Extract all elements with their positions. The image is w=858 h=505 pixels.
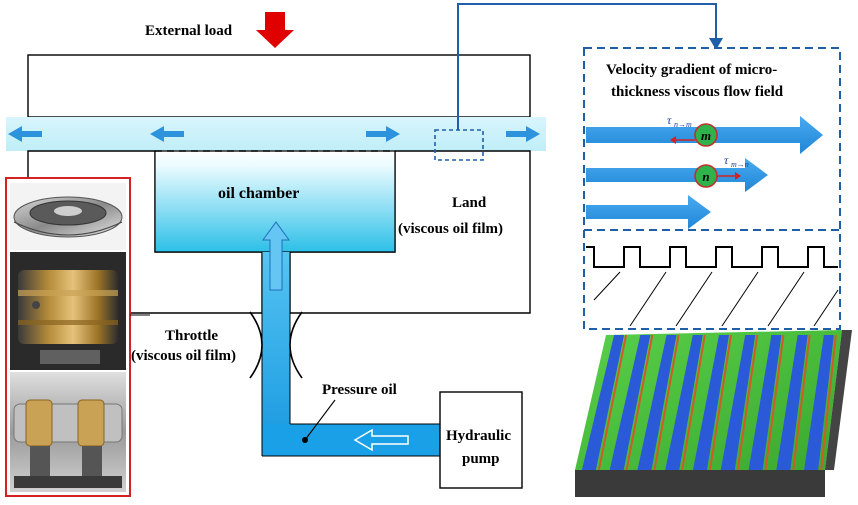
surface-groove xyxy=(748,335,782,470)
surface-ridge xyxy=(681,334,706,471)
land-label-line2: (viscous oil film) xyxy=(398,221,503,237)
tau-nm-symbol: τ xyxy=(667,113,672,127)
thrust-bearing-photo xyxy=(10,183,126,250)
surface-groove xyxy=(693,335,729,470)
spindle-bearing-photo xyxy=(10,252,126,370)
surface-ridge xyxy=(653,334,680,471)
particle-m-label: m xyxy=(701,128,711,143)
particle-n-label: n xyxy=(702,169,709,184)
inset-title-line2: thickness viscous flow field xyxy=(611,84,784,100)
inset-title-line1: Velocity gradient of micro- xyxy=(606,62,777,78)
pressure-oil-leader xyxy=(304,399,336,441)
tau-mn-subscript: m→n xyxy=(731,160,749,169)
land-label-line1: Land xyxy=(452,195,487,211)
hydraulic-pump-box xyxy=(439,391,523,489)
tau-nm-subscript: n→m xyxy=(674,120,692,129)
surface-groove xyxy=(720,335,756,470)
throttle-arc-right xyxy=(289,311,303,379)
velocity-arrow-bottom xyxy=(586,195,711,229)
flow-left-arrow xyxy=(353,428,409,452)
film-arrow-right-2 xyxy=(506,126,540,142)
pump-label-line1: Hydraulic xyxy=(446,428,511,444)
tau-mn-symbol: τ xyxy=(724,153,729,167)
external-load-arrow xyxy=(256,12,294,48)
oil-chamber-label: oil chamber xyxy=(218,185,299,202)
throttle-arc-left xyxy=(249,311,263,379)
surface-groove xyxy=(637,335,677,470)
shaft-assembly-photo xyxy=(10,372,126,492)
pressure-oil-label: Pressure oil xyxy=(322,382,397,398)
surface-groove xyxy=(776,335,808,470)
velocity-arrow-middle xyxy=(586,158,768,192)
surface-ridge xyxy=(792,334,811,471)
oil-film xyxy=(6,117,546,151)
groove-profile xyxy=(586,246,839,327)
film-arrow-left-1 xyxy=(8,126,42,142)
throttle-label-line1: Throttle xyxy=(165,328,218,344)
surface-ridge xyxy=(709,334,732,471)
surface-groove xyxy=(804,335,834,470)
upper-plate xyxy=(27,54,531,118)
surface-groove xyxy=(665,335,703,470)
surface-ridge xyxy=(736,334,759,471)
film-arrow-left-2 xyxy=(150,126,184,142)
throttle-label-line2: (viscous oil film) xyxy=(131,348,236,364)
surface-ridge xyxy=(597,334,628,471)
horizontal-pipe xyxy=(262,424,440,456)
flow-up-arrow xyxy=(262,221,290,291)
pump-label-line2: pump xyxy=(462,451,500,467)
surface-groove xyxy=(581,335,625,470)
external-load-label: External load xyxy=(145,23,233,39)
surface-ridge xyxy=(764,334,785,471)
connector-line xyxy=(457,3,717,130)
surface-ridge xyxy=(625,334,654,471)
film-arrow-right-1 xyxy=(366,126,400,142)
surface-rendering xyxy=(575,330,852,497)
surface-groove xyxy=(609,335,651,470)
connector-arrowhead xyxy=(709,38,723,50)
particle-m xyxy=(694,123,718,147)
surface-ridge xyxy=(820,334,837,471)
